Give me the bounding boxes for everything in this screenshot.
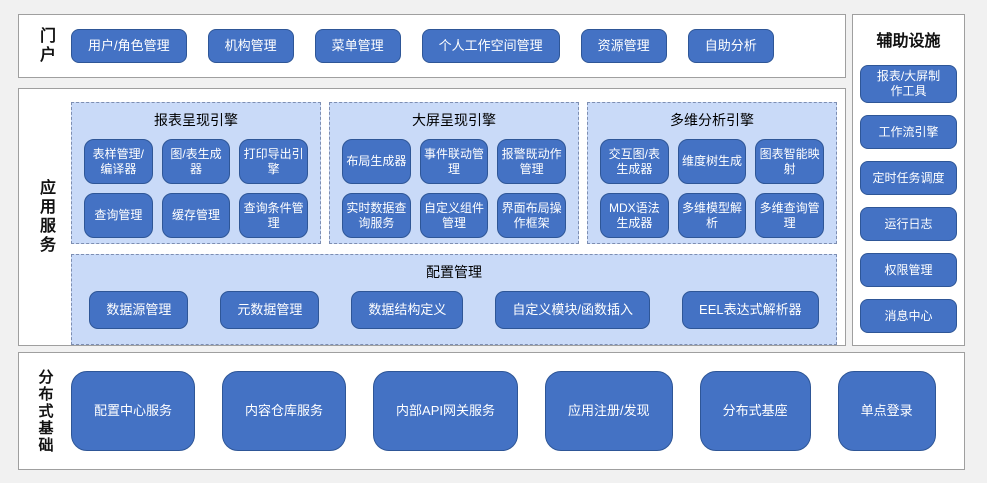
distributed-foundation-section: 分布式基础 配置中心服务 内容仓库服务 内部API网关服务 应用注册/发现 分布… <box>18 352 965 470</box>
config-mgmt-row: 数据源管理 元数据管理 数据结构定义 自定义模块/函数插入 EEL表达式解析器 <box>72 291 836 329</box>
node-smart-chart-mapping: 图表智能映射 <box>755 139 824 184</box>
node-custom-component-mgmt: 自定义组件管理 <box>419 193 489 238</box>
node-message-center: 消息中心 <box>860 299 957 333</box>
node-run-log: 运行日志 <box>860 207 957 241</box>
node-style-mgmt-compiler: 表样管理/编译器 <box>84 139 153 184</box>
portal-node-self-service-analysis: 自助分析 <box>687 29 774 63</box>
auxiliary-facilities-title: 辅助设施 <box>876 33 941 50</box>
node-datasource-mgmt: 数据源管理 <box>89 291 189 329</box>
node-config-center-service: 配置中心服务 <box>71 371 196 451</box>
olap-engine-title: 多维分析引擎 <box>670 112 754 128</box>
node-dimension-tree-generation: 维度树生成 <box>677 139 747 184</box>
node-custom-module-function-insert: 自定义模块/函数插入 <box>495 291 651 329</box>
node-layout-generator: 布局生成器 <box>342 139 411 184</box>
report-render-engine-grid: 表样管理/编译器 图/表生成器 打印导出引擎 查询管理 缓存管理 查询条件管理 <box>72 139 320 238</box>
auxiliary-facilities-section: 辅助设施 报表/大屏制作工具 工作流引擎 定时任务调度 运行日志 权限管理 消息… <box>852 14 965 346</box>
node-print-export-engine: 打印导出引擎 <box>239 139 308 184</box>
node-eel-expression-parser: EEL表达式解析器 <box>682 291 819 329</box>
application-services-label: 应用服务 <box>37 179 54 255</box>
node-data-structure-definition: 数据结构定义 <box>351 291 464 329</box>
config-mgmt-box: 配置管理 数据源管理 元数据管理 数据结构定义 自定义模块/函数插入 EEL表达… <box>71 254 837 345</box>
distributed-foundation-label: 分布式基础 <box>36 368 54 454</box>
report-render-engine-box: 报表呈现引擎 表样管理/编译器 图/表生成器 打印导出引擎 查询管理 缓存管理 … <box>71 102 321 244</box>
node-single-sign-on: 单点登录 <box>837 371 936 451</box>
config-mgmt-title: 配置管理 <box>426 264 482 280</box>
foundation-node-row: 配置中心服务 内容仓库服务 内部API网关服务 应用注册/发现 分布式基座 单点… <box>71 353 964 469</box>
engine-row: 报表呈现引擎 表样管理/编译器 图/表生成器 打印导出引擎 查询管理 缓存管理 … <box>71 102 837 244</box>
node-scheduled-task-dispatch: 定时任务调度 <box>860 161 957 195</box>
node-cache-mgmt: 缓存管理 <box>161 193 231 238</box>
node-event-linkage-mgmt: 事件联动管理 <box>419 139 489 184</box>
application-services-section: 应用服务 报表呈现引擎 表样管理/编译器 图/表生成器 打印导出引擎 查询管理 … <box>18 88 846 346</box>
node-alarm-action-mgmt: 报警既动作管理 <box>497 139 566 184</box>
node-permission-mgmt: 权限管理 <box>860 253 957 287</box>
portal-node-user-role-mgmt: 用户/角色管理 <box>71 29 187 63</box>
node-mdx-syntax-generator: MDX语法生成器 <box>600 193 669 238</box>
portal-section-label: 门户 <box>37 27 54 65</box>
node-query-condition-mgmt: 查询条件管理 <box>239 193 308 238</box>
dashboard-render-engine-box: 大屏呈现引擎 布局生成器 事件联动管理 报警既动作管理 实时数据查询服务 自定义… <box>329 102 579 244</box>
portal-node-personal-workspace-mgmt: 个人工作空间管理 <box>421 29 560 63</box>
node-internal-api-gateway-service: 内部API网关服务 <box>373 371 518 451</box>
node-ui-layout-operation-framework: 界面布局操作框架 <box>497 193 566 238</box>
dashboard-render-engine-grid: 布局生成器 事件联动管理 报警既动作管理 实时数据查询服务 自定义组件管理 界面… <box>330 139 578 238</box>
application-services-content: 报表呈现引擎 表样管理/编译器 图/表生成器 打印导出引擎 查询管理 缓存管理 … <box>71 89 845 345</box>
node-interactive-chart-generator: 交互图/表生成器 <box>600 139 669 184</box>
olap-engine-box: 多维分析引擎 交互图/表生成器 维度树生成 图表智能映射 MDX语法生成器 多维… <box>587 102 837 244</box>
node-app-registration-discovery: 应用注册/发现 <box>545 371 673 451</box>
portal-section: 门户 用户/角色管理 机构管理 菜单管理 个人工作空间管理 资源管理 自助分析 <box>18 14 846 78</box>
node-realtime-data-query-service: 实时数据查询服务 <box>342 193 411 238</box>
node-workflow-engine: 工作流引擎 <box>860 115 957 149</box>
node-distributed-base: 分布式基座 <box>699 371 811 451</box>
node-metadata-mgmt: 元数据管理 <box>220 291 320 329</box>
portal-node-resource-mgmt: 资源管理 <box>580 29 667 63</box>
dashboard-render-engine-title: 大屏呈现引擎 <box>412 112 496 128</box>
olap-engine-grid: 交互图/表生成器 维度树生成 图表智能映射 MDX语法生成器 多维模型解析 多维… <box>588 139 836 238</box>
node-query-mgmt: 查询管理 <box>84 193 153 238</box>
node-chart-table-generator: 图/表生成器 <box>161 139 231 184</box>
portal-node-row: 用户/角色管理 机构管理 菜单管理 个人工作空间管理 资源管理 自助分析 <box>71 15 845 77</box>
portal-node-menu-mgmt: 菜单管理 <box>314 29 401 63</box>
node-multidim-query-mgmt: 多维查询管理 <box>755 193 824 238</box>
node-report-dashboard-authoring-tool: 报表/大屏制作工具 <box>860 65 957 103</box>
node-content-repository-service: 内容仓库服务 <box>222 371 347 451</box>
node-multidim-model-parsing: 多维模型解析 <box>677 193 747 238</box>
portal-node-org-mgmt: 机构管理 <box>207 29 294 63</box>
report-render-engine-title: 报表呈现引擎 <box>154 112 238 128</box>
